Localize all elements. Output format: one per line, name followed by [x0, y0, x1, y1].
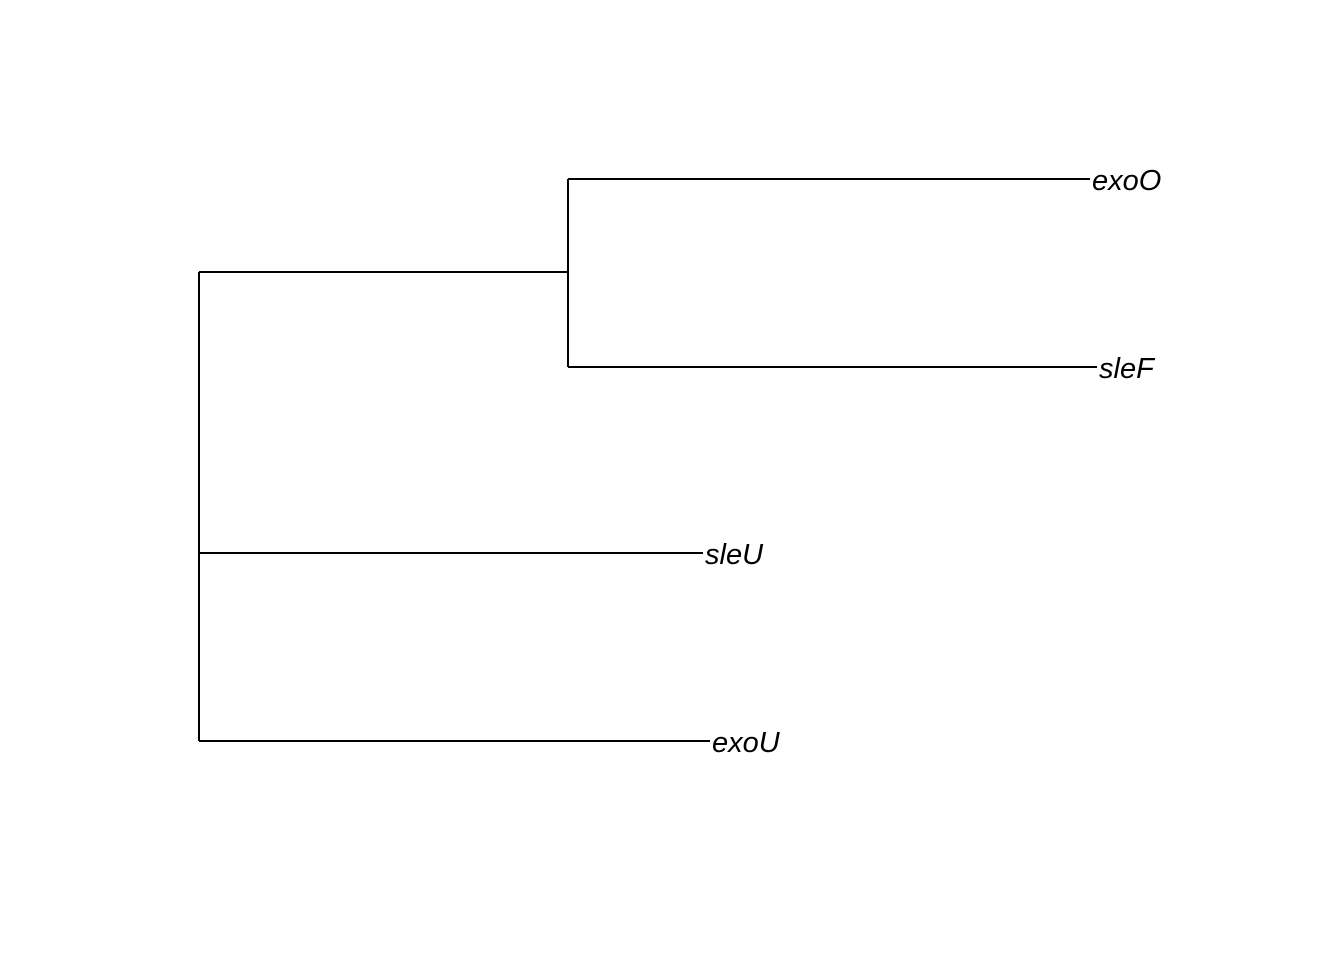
tip-label-sleU: sleU	[705, 539, 764, 571]
tip-label-sleF: sleF	[1099, 353, 1156, 385]
tip-label-exoU: exoU	[712, 727, 781, 759]
tip-label-exoO: exoO	[1092, 165, 1161, 197]
